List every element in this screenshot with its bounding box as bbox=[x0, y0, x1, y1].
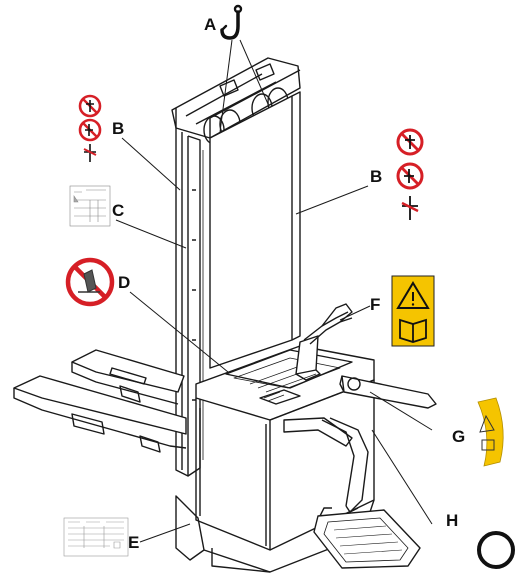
leader-lines bbox=[115, 39, 433, 543]
label-a: A bbox=[204, 15, 217, 34]
no-riding-icon bbox=[396, 162, 424, 190]
read-manual-icon bbox=[399, 318, 427, 343]
pallet-stacker-drawing bbox=[13, 57, 437, 573]
hook-icon bbox=[220, 4, 243, 40]
tiller-warning-decal bbox=[477, 397, 504, 467]
no-standing-under-load-icon bbox=[396, 128, 424, 156]
pinch-hazard-icon bbox=[401, 196, 419, 220]
no-riding-icon bbox=[78, 118, 102, 142]
no-passenger-icon bbox=[65, 257, 115, 307]
label-c: C bbox=[112, 201, 125, 220]
label-b-right: B bbox=[370, 167, 383, 186]
load-chart-plate-icon bbox=[69, 185, 111, 227]
label-h: H bbox=[446, 511, 459, 530]
pinch-hazard-icon bbox=[83, 144, 97, 162]
label-e: E bbox=[128, 533, 140, 552]
label-g: G bbox=[452, 427, 466, 446]
warning-read-manual-decal bbox=[391, 275, 435, 347]
label-f: F bbox=[370, 295, 381, 314]
warning-triangle-icon bbox=[396, 281, 430, 309]
label-b-left: B bbox=[112, 119, 125, 138]
ring-icon bbox=[477, 531, 515, 569]
label-d: D bbox=[118, 273, 131, 292]
no-standing-under-load-icon bbox=[78, 94, 102, 118]
data-plate-icon bbox=[63, 517, 129, 557]
